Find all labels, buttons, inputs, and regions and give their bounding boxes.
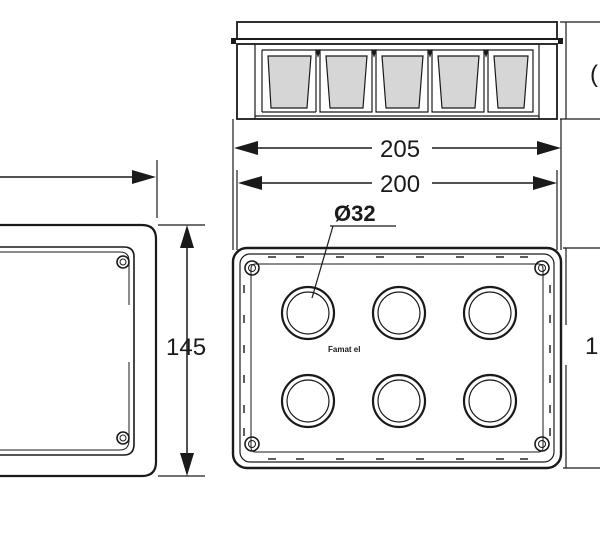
side-view-inner-rim (0, 251, 130, 451)
top-view (231, 21, 563, 120)
inner-width-dimension (238, 176, 557, 190)
front-view-inner (239, 253, 555, 463)
brand-label: Famat el (328, 345, 360, 354)
hole-diameter-label: Ø32 (334, 201, 376, 226)
top-view-body (236, 43, 558, 120)
knockout-hole (371, 373, 427, 429)
height-dimension-label: 145 (166, 334, 206, 361)
knockout-holes (280, 285, 518, 429)
front-view-corner-screws (244, 260, 550, 452)
knockout-hole (371, 285, 427, 341)
height-dimension (158, 224, 205, 477)
knockout-hole (462, 373, 518, 429)
side-view-outline (0, 223, 158, 478)
side-view-screw-bottom (116, 431, 130, 445)
knockout-hole (462, 285, 518, 341)
hole-diameter-leader (311, 225, 396, 299)
side-view-inner-outline (0, 246, 135, 456)
knockout-hole (280, 373, 336, 429)
side-view-screw-top (116, 255, 130, 269)
front-view-rim (250, 263, 544, 453)
side-view-width-dimension (0, 160, 158, 218)
inner-width-label: 200 (380, 171, 420, 198)
top-view-depth-dimension (560, 21, 600, 120)
side-view (0, 223, 158, 478)
outer-width-dimension (234, 141, 561, 155)
knockout-hole (280, 285, 336, 341)
front-view (231, 246, 563, 470)
top-view-terminal-cells (261, 49, 534, 113)
top-view-depth-label: ( (590, 61, 598, 88)
front-view-height-label: 1 (585, 333, 598, 360)
outer-width-label: 205 (380, 136, 420, 163)
top-view-cap (236, 21, 558, 40)
front-view-outer (231, 246, 563, 470)
side-view-screw-bottom-inner (119, 434, 127, 442)
front-view-height-dimension (563, 247, 600, 469)
width-extension-lines (232, 119, 562, 250)
side-view-screw-top-inner (119, 258, 127, 266)
